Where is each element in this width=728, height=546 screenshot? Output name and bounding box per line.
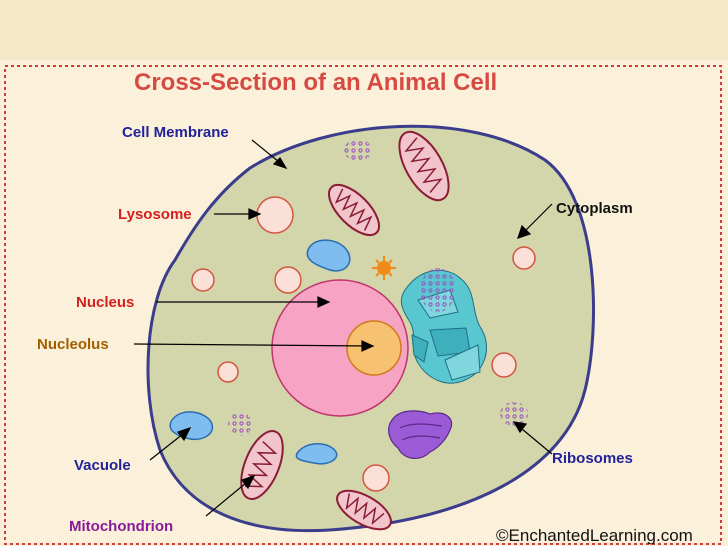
mitochondrion-4 (336, 489, 392, 531)
nucleolus (346, 320, 402, 376)
label-vacuole: Vacuole (74, 457, 131, 474)
label-cell-membrane: Cell Membrane (122, 124, 229, 141)
label-cytoplasm: Cytoplasm (556, 200, 633, 217)
diagram-title: Cross-Section of an Animal Cell (134, 69, 497, 96)
label-nucleus: Nucleus (76, 294, 134, 311)
vacuoles (169, 239, 351, 465)
mitochondrion-2 (328, 184, 380, 236)
ribosome-clusters (228, 139, 528, 436)
centrosome (372, 256, 396, 280)
label-nucleolus: Nucleolus (37, 336, 109, 353)
lysosomes (191, 196, 536, 492)
label-ribosomes: Ribosomes (552, 450, 633, 467)
dashed-border (4, 65, 722, 545)
header-band (0, 0, 728, 60)
label-mitochondrion: Mitochondrion (69, 518, 173, 535)
label-lysosome: Lysosome (118, 206, 192, 223)
golgi-apparatus (388, 410, 453, 459)
leader-lines (133, 139, 553, 517)
credit-text: ©EnchantedLearning.com (496, 526, 693, 545)
mitochondrion-1 (398, 130, 450, 202)
nucleus (271, 279, 409, 417)
